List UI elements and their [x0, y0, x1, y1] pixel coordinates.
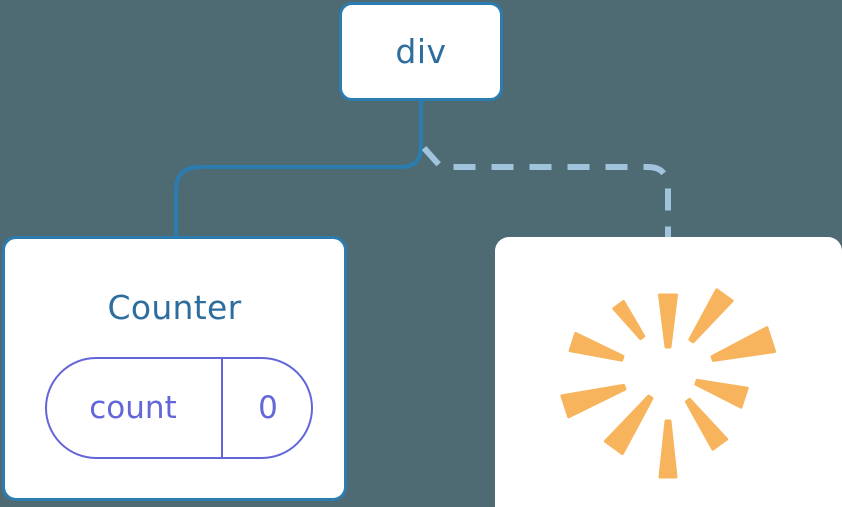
- node-render-burst[interactable]: [495, 237, 842, 507]
- sparkle-ray-5: [658, 419, 678, 479]
- sparkle-ray-4: [684, 397, 729, 451]
- sparkle-ray-9: [612, 300, 646, 341]
- state-pill-divider: [221, 357, 223, 459]
- state-pill-count[interactable]: count 0: [45, 357, 313, 459]
- sparkle-ray-1: [688, 288, 734, 344]
- sparkle-ray-0: [658, 293, 678, 349]
- sparkle-burst-icon: [560, 288, 777, 479]
- sparkle-ray-3: [694, 378, 749, 409]
- node-counter[interactable]: Counter count 0: [2, 236, 347, 501]
- state-pill-value: 0: [258, 389, 278, 426]
- node-counter-label: Counter: [107, 288, 242, 327]
- edge-root-to-counter: [174, 99, 423, 240]
- node-div[interactable]: div: [339, 2, 503, 101]
- state-pill-outline: [45, 357, 313, 459]
- sparkle-ray-8: [568, 332, 625, 362]
- state-pill-key: count: [89, 389, 177, 426]
- sparkle-ray-2: [710, 326, 777, 362]
- sparkle-ray-6: [603, 394, 654, 456]
- edge-root-to-sparkle: [421, 145, 671, 239]
- node-div-label: div: [395, 32, 447, 71]
- sparkle-ray-7: [560, 383, 627, 419]
